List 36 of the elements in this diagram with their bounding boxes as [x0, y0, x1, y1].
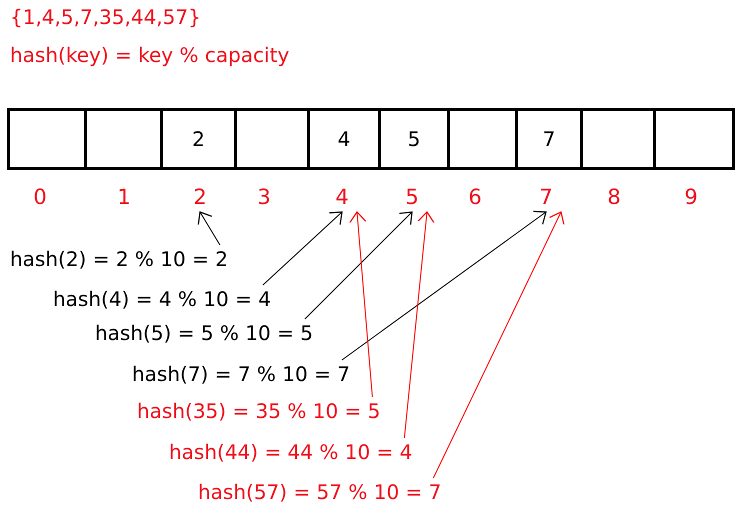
array-cell: [84, 108, 163, 170]
arrow: [198, 211, 220, 246]
hash-calculation: hash(57) = 57 % 10 = 7: [198, 479, 442, 505]
hash-calculation: hash(4) = 4 % 10 = 4: [53, 286, 271, 312]
array-cell: 4: [307, 108, 381, 170]
arrow: [404, 211, 435, 438]
hash-calculation: hash(2) = 2 % 10 = 2: [10, 246, 228, 272]
array-cell: 7: [515, 108, 583, 170]
index-label: 8: [607, 184, 621, 210]
index-label: 2: [193, 184, 207, 210]
hash-calculation: hash(5) = 5 % 10 = 5: [95, 320, 313, 346]
arrow: [341, 210, 547, 360]
key-set: {1,4,5,7,35,44,57}: [10, 4, 201, 30]
array-cell: [234, 108, 310, 170]
arrow: [349, 211, 373, 398]
array-cell: [653, 108, 735, 170]
index-label: 7: [539, 184, 553, 210]
index-label: 4: [335, 184, 349, 210]
index-label: 9: [684, 184, 698, 210]
index-label: 5: [405, 184, 419, 210]
index-label: 1: [117, 184, 131, 210]
array-cell: [7, 108, 87, 170]
arrow: [432, 211, 564, 478]
hash-formula: hash(key) = key % capacity: [10, 42, 290, 68]
index-label: 6: [468, 184, 482, 210]
array-cell: 2: [160, 108, 237, 170]
hash-calculation: hash(44) = 44 % 10 = 4: [169, 439, 412, 465]
arrow: [304, 211, 413, 320]
array-cell: [580, 108, 656, 170]
hash-calculation: hash(35) = 35 % 10 = 5: [137, 398, 380, 424]
array-cell: 5: [378, 108, 450, 170]
arrow: [262, 211, 343, 286]
index-label: 3: [257, 184, 271, 210]
hash-calculation: hash(7) = 7 % 10 = 7: [132, 361, 350, 387]
index-label: 0: [33, 184, 47, 210]
array-cell: [447, 108, 518, 170]
